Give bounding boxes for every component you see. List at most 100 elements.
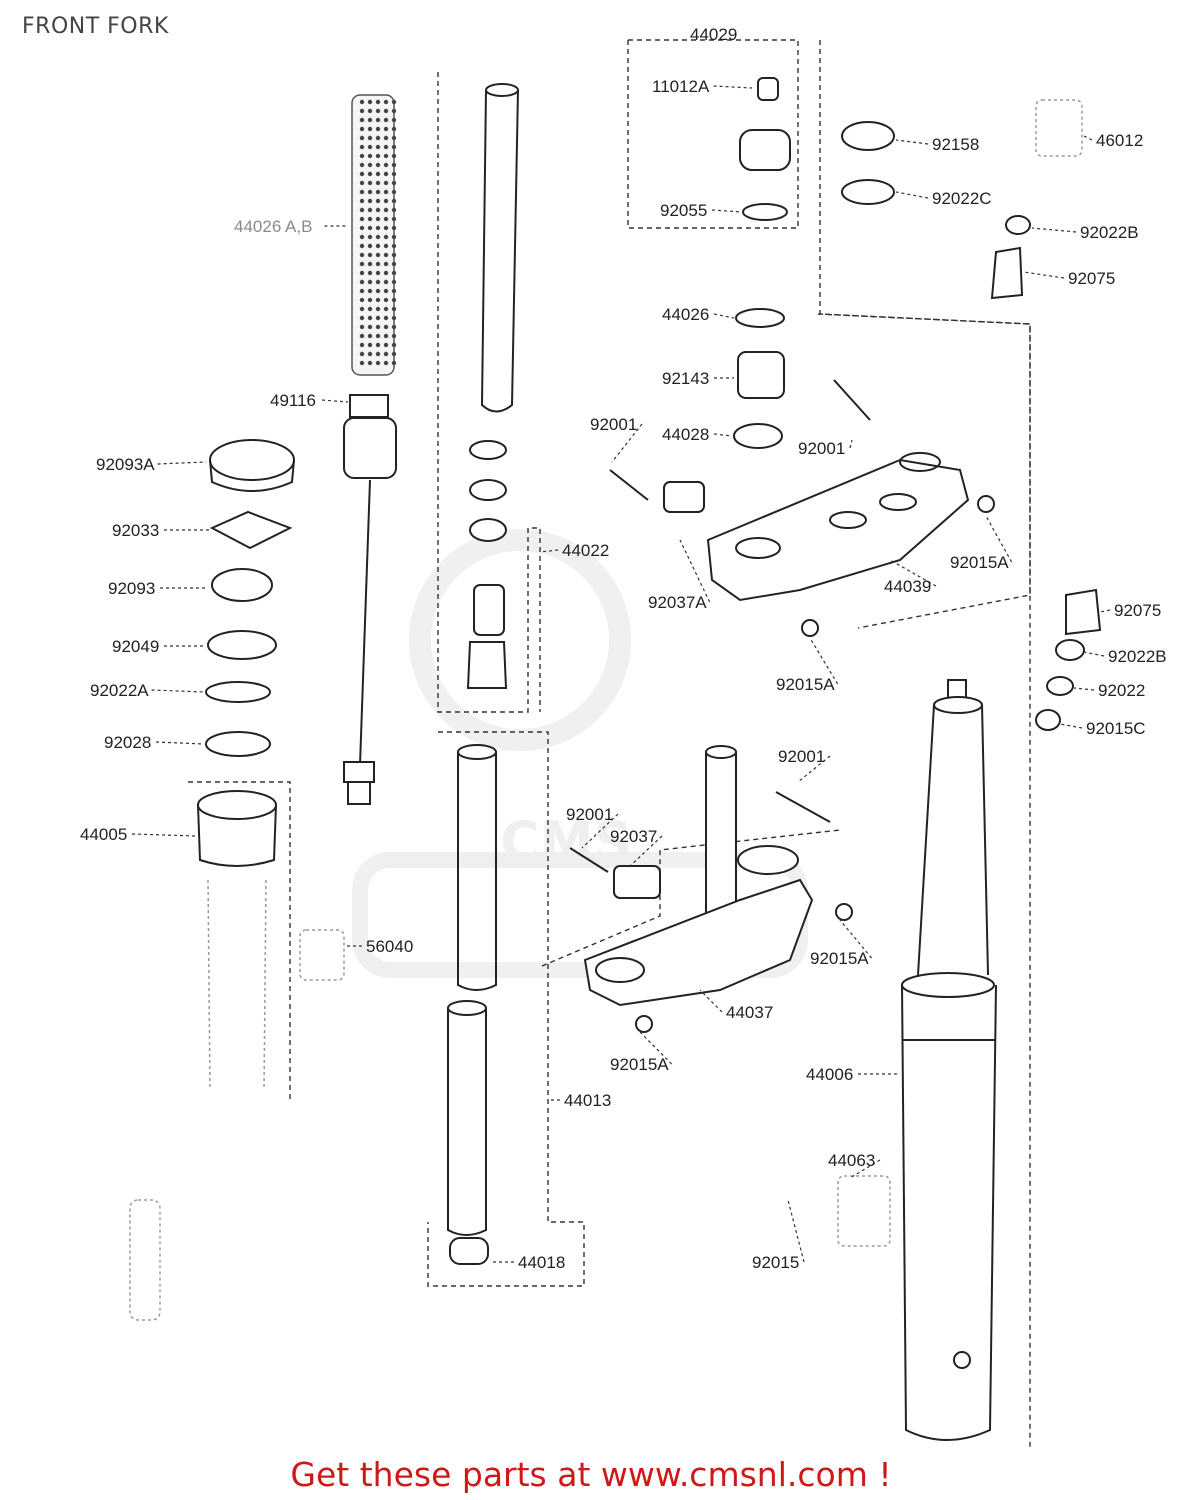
leader-line [1083, 651, 1105, 657]
part-label-44018: 44018 [518, 1253, 565, 1272]
spring-coil-dot [383, 234, 389, 240]
part-label-44013: 44013 [564, 1091, 611, 1110]
footer-link[interactable]: Get these parts at www.cmsnl.com ! [290, 1455, 892, 1494]
spring-coil-dot [375, 360, 381, 366]
leader-line [839, 919, 873, 959]
leader-line [797, 755, 831, 783]
leader-line [321, 399, 349, 403]
spring-coil-dot [375, 342, 381, 348]
part-label-92001: 92001 [778, 747, 825, 766]
part-label-44026-a-b: 44026 A,B [234, 217, 312, 236]
leader-line [639, 1031, 673, 1065]
spring-coil-dot [383, 117, 389, 123]
part-label-92049: 92049 [112, 637, 159, 656]
spring-coil-dot [367, 315, 373, 321]
spring-coil-dot [391, 198, 397, 204]
spring-coil-dot [383, 270, 389, 276]
part-label-44029: 44029 [690, 25, 737, 44]
spring-coil-dot [375, 324, 381, 330]
spring-coil-dot [383, 306, 389, 312]
spring-coil-dot [367, 198, 373, 204]
spring-coil-dot [367, 135, 373, 141]
fork-inner-tube [480, 83, 519, 413]
spring-coil-dot [375, 126, 381, 132]
part-label-92055: 92055 [660, 201, 707, 220]
spring-coil-dot [383, 279, 389, 285]
spring-coil-dot [367, 216, 373, 222]
spring-coil-dot [359, 171, 365, 177]
spring-coil-dot [391, 117, 397, 123]
spring-coil-dot [367, 225, 373, 231]
spring-coil-dot [375, 243, 381, 249]
part-label-92001: 92001 [566, 805, 613, 824]
spring-coil-dot [367, 126, 373, 132]
spring-coil-dot [375, 171, 381, 177]
spring-coil-dot [391, 297, 397, 303]
spring-coil-dot [367, 99, 373, 105]
spring-coil-dot [391, 171, 397, 177]
spring-coil-dot [383, 324, 389, 330]
spring-coil-dot [359, 324, 365, 330]
spring-coil-dot [359, 306, 365, 312]
part-label-92028: 92028 [104, 733, 151, 752]
leader-line [889, 559, 937, 587]
spring-coil-dot [383, 126, 389, 132]
spring-coil-dot [359, 270, 365, 276]
spring-coil-dot [359, 252, 365, 258]
spring-coil-dot [367, 144, 373, 150]
part-label-92022b: 92022B [1080, 223, 1139, 242]
spring-coil-dot [375, 198, 381, 204]
spring-coil-dot [359, 216, 365, 222]
spring-coil-dot [367, 180, 373, 186]
spring-coil-dot [391, 207, 397, 213]
spring-coil-dot [375, 117, 381, 123]
part-label-92015a: 92015A [610, 1055, 669, 1074]
spring-coil-dot [359, 153, 365, 159]
spring-coil-dot [383, 252, 389, 258]
spring-coil-dot [367, 108, 373, 114]
spring-coil-dot [391, 144, 397, 150]
spring-coil-dot [359, 180, 365, 186]
spring-coil-dot [359, 342, 365, 348]
steering-bearings [129, 439, 345, 1321]
part-label-92093a: 92093A [96, 455, 155, 474]
spring-coil-dot [375, 135, 381, 141]
spring-coil-dot [359, 315, 365, 321]
part-label-46012: 46012 [1096, 131, 1143, 150]
spring-coil-dot [359, 99, 365, 105]
spring-coil-dot [367, 333, 373, 339]
spring-coil-dot [391, 306, 397, 312]
fork-leg [901, 679, 997, 1441]
spring-coil-dot [383, 360, 389, 366]
spring-coil-dot [391, 279, 397, 285]
part-label-92158: 92158 [932, 135, 979, 154]
spring-coil-dot [375, 189, 381, 195]
leader-line [895, 191, 929, 199]
spring-coil-dot [367, 351, 373, 357]
spring-coil-dot [359, 351, 365, 357]
spring-coil-dot [383, 333, 389, 339]
spring-coil-dot [383, 315, 389, 321]
spring-coil-dot [375, 261, 381, 267]
part-label-44039: 44039 [884, 577, 931, 596]
leader-line [849, 439, 853, 449]
spring-coil-dot [383, 180, 389, 186]
part-label-44022: 44022 [562, 541, 609, 560]
part-label-92001: 92001 [798, 439, 845, 458]
spring-coil-dot [375, 279, 381, 285]
damper-rod [343, 394, 397, 805]
spring-coil-dot [359, 297, 365, 303]
leader-line [131, 833, 197, 837]
leader-line [1031, 227, 1077, 233]
leader-line [809, 637, 839, 685]
spring-coil-dot [391, 216, 397, 222]
spring-coil-dot [367, 234, 373, 240]
fork-outer-tubes [447, 744, 497, 1265]
steering-stem [583, 745, 814, 1007]
spring-coil-dot [375, 288, 381, 294]
spring-coil-dot [375, 351, 381, 357]
leader-line [629, 835, 663, 867]
part-label-44063: 44063 [828, 1151, 875, 1170]
leader-line [895, 139, 929, 145]
